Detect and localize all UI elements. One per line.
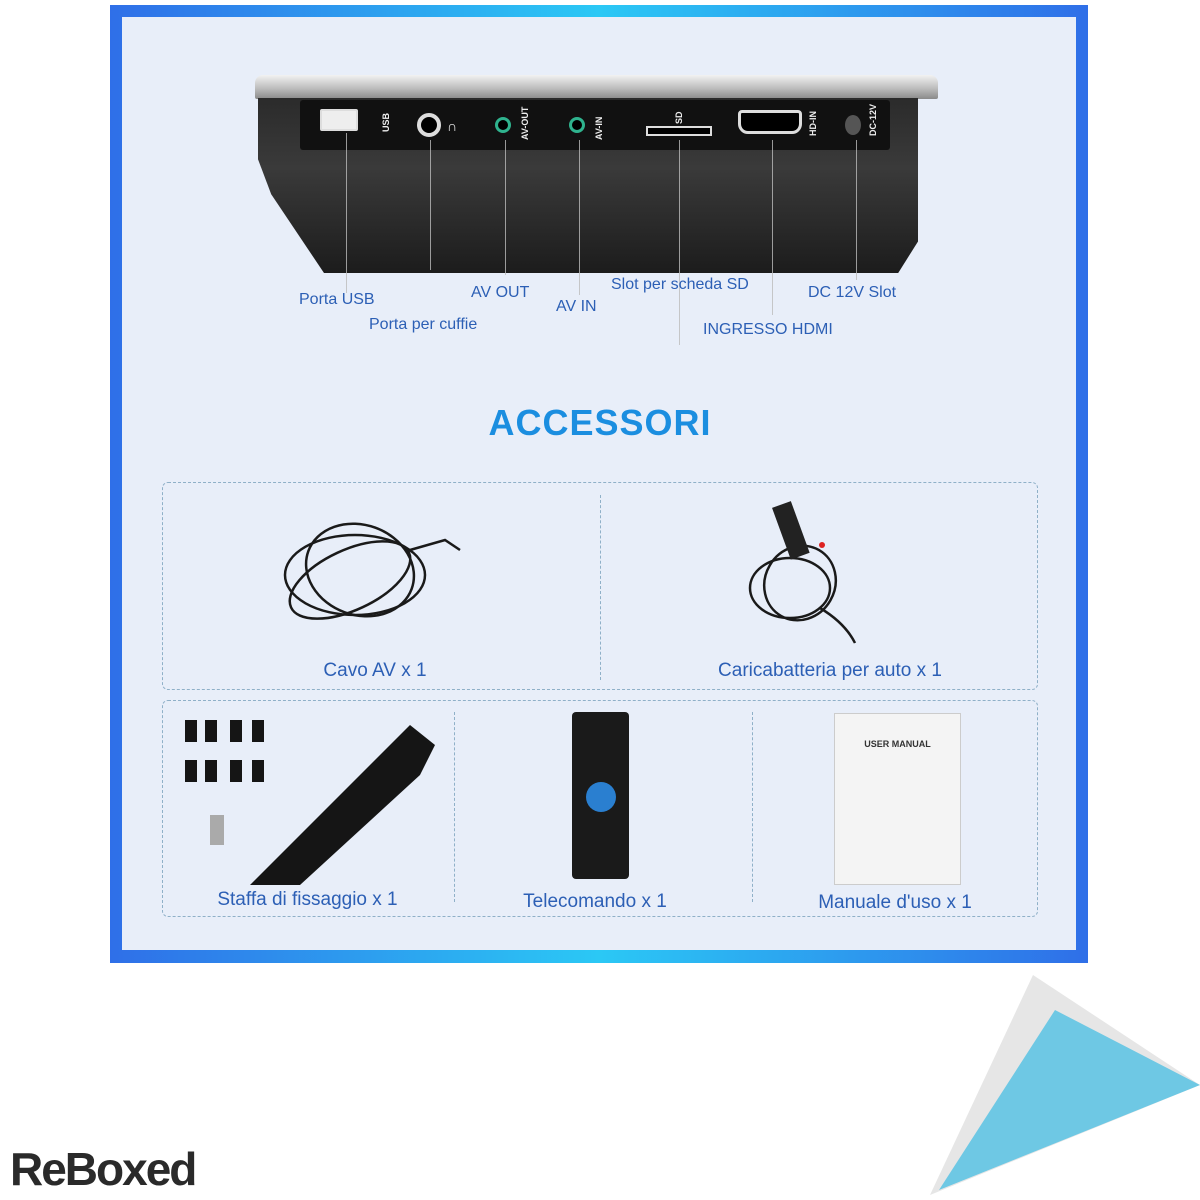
sd-port-label: SD (674, 111, 684, 124)
headphone-caption: Porta per cuffie (369, 316, 478, 333)
mounting-bracket-image (185, 720, 435, 885)
usb-port (320, 109, 358, 131)
remote-dpad (586, 782, 616, 812)
divider (600, 495, 601, 680)
sd-slot (646, 126, 712, 136)
usb-port-label: USB (381, 112, 391, 132)
divider (752, 712, 753, 902)
hdmi-caption: INGRESSO HDMI (703, 321, 833, 338)
accessories-title: ACCESSORI (488, 402, 712, 443)
accessory-caption: Manuale d'uso x 1 (818, 892, 972, 913)
leader-line (679, 140, 680, 345)
remote-control-image (572, 712, 629, 879)
page-curl-icon (930, 975, 1200, 1195)
leader-line (346, 133, 347, 293)
manual-title: USER MANUAL (864, 739, 931, 749)
headphone-port (417, 113, 441, 137)
accessory-caption: Staffa di fissaggio x 1 (217, 889, 398, 910)
av-in-port-label: AV-IN (594, 116, 604, 140)
av-in-caption: AV IN (556, 298, 597, 315)
hdmi-port (738, 110, 802, 134)
headphone-icon: ∩ (447, 118, 458, 134)
av-out-port (495, 117, 511, 133)
accessory-caption: Caricabatteria per auto x 1 (718, 660, 942, 681)
car-charger-image (748, 501, 857, 644)
divider (454, 712, 455, 902)
accessory-caption: Telecomando x 1 (523, 891, 667, 912)
leader-line (856, 140, 857, 280)
leader-line (505, 140, 506, 275)
leader-line (772, 140, 773, 315)
accessory-row-2 (162, 700, 1038, 917)
leader-line (430, 140, 431, 270)
reboxed-logo: ReBoxed (10, 1143, 197, 1195)
user-manual-image: USER MANUAL (834, 713, 961, 885)
accessory-row-1 (162, 482, 1038, 690)
leader-line (579, 140, 580, 295)
hdmi-port-label: HD-IN (808, 111, 818, 136)
dc-caption: DC 12V Slot (808, 284, 897, 301)
dc-port (845, 115, 861, 135)
sd-caption: Slot per scheda SD (611, 276, 749, 293)
usb-caption: Porta USB (299, 291, 375, 308)
av-cable-image (283, 522, 461, 620)
accessory-caption: Cavo AV x 1 (323, 660, 427, 681)
av-out-port-label: AV-OUT (520, 106, 530, 140)
dc-port-label: DC-12V (868, 103, 878, 136)
av-in-port (569, 117, 585, 133)
av-out-caption: AV OUT (471, 284, 530, 301)
device-top-edge (255, 75, 938, 99)
